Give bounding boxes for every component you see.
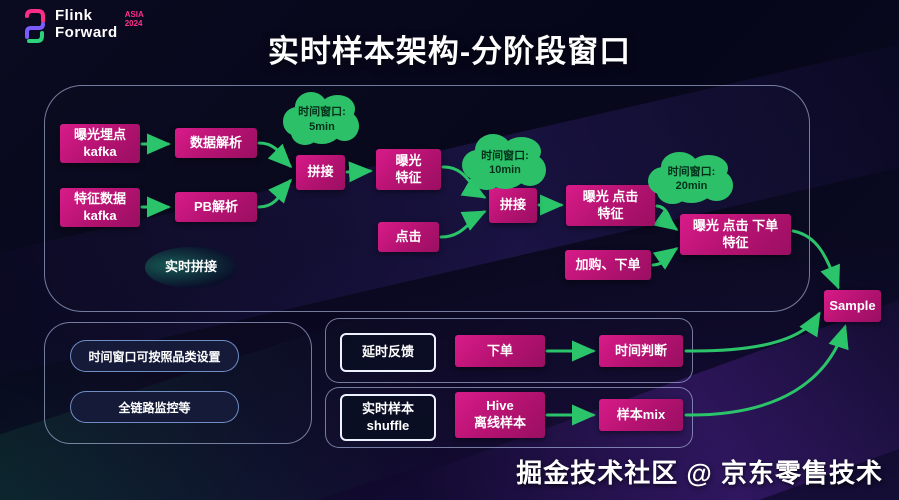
logo-wordmark: Flink Forward	[55, 7, 118, 41]
page-title: 实时样本架构-分阶段窗口	[267, 34, 632, 69]
logo-badge-line2: 2024	[124, 19, 143, 29]
cloud-label: 时间窗口: 10min	[481, 149, 529, 176]
node-exposure-click-order-feature: 曝光 点击 下单 特征	[680, 214, 791, 255]
cloud-label: 时间窗口: 5min	[298, 106, 346, 133]
arrow	[684, 324, 849, 417]
flink-forward-logo: Flink Forward ASIA 2024	[22, 7, 144, 49]
node-exposure-feature: 曝光 特征	[376, 149, 441, 190]
node-delayed-feedback: 延时反馈	[340, 333, 436, 372]
node-sample-mix: 样本mix	[599, 399, 683, 431]
sample-mix-panel	[325, 387, 693, 448]
node-realtime-sample-shuffle: 实时样本 shuffle	[340, 394, 436, 441]
node-time-judge: 时间判断	[599, 335, 683, 367]
node-click: 点击	[378, 222, 439, 252]
logo-line2: Forward	[55, 23, 118, 41]
cloud-bump	[513, 153, 547, 187]
node-add-cart-order: 加购、下单	[565, 250, 651, 280]
cloud-bump	[700, 170, 734, 201]
flink-forward-logo-icon	[22, 8, 48, 49]
logo-badge: ASIA 2024	[125, 10, 144, 28]
main-pipeline-panel	[44, 85, 810, 312]
watermark: 掘金技术社区 @ 京东零售技术	[516, 458, 883, 488]
notes-panel	[44, 322, 312, 444]
logo-badge-line1: ASIA	[124, 10, 144, 19]
cloud-bump	[290, 119, 319, 145]
time-window-cloud-5min: 时间窗口: 5min	[283, 92, 361, 147]
cloud-label: 时间窗口: 20min	[667, 165, 716, 192]
node-realtime-join: 实时拼接	[145, 247, 237, 288]
node-order: 下单	[455, 335, 545, 367]
node-join-1: 拼接	[296, 155, 345, 190]
node-exposure-kafka: 曝光埋点 kafka	[60, 124, 140, 163]
arrow	[684, 311, 821, 353]
time-window-cloud-10min: 时间窗口: 10min	[462, 134, 548, 192]
node-sample: Sample	[824, 290, 881, 322]
node-data-parse: 数据解析	[175, 128, 257, 158]
cloud-bump	[656, 179, 688, 204]
node-join-2: 拼接	[489, 188, 537, 223]
node-exposure-click-feature: 曝光 点击 特征	[566, 185, 655, 226]
cloud-bump	[329, 110, 360, 142]
note-time-window-config: 时间窗口可按照品类设置	[70, 340, 239, 372]
node-hive-offline-sample: Hive 离线样本	[455, 392, 545, 438]
logo-line1: Flink	[55, 7, 93, 24]
node-pb-parse: PB解析	[175, 192, 257, 222]
note-full-link-monitoring: 全链路监控等	[70, 391, 239, 423]
time-window-cloud-20min: 时间窗口: 20min	[648, 152, 735, 206]
node-feature-kafka: 特征数据 kafka	[60, 188, 140, 227]
